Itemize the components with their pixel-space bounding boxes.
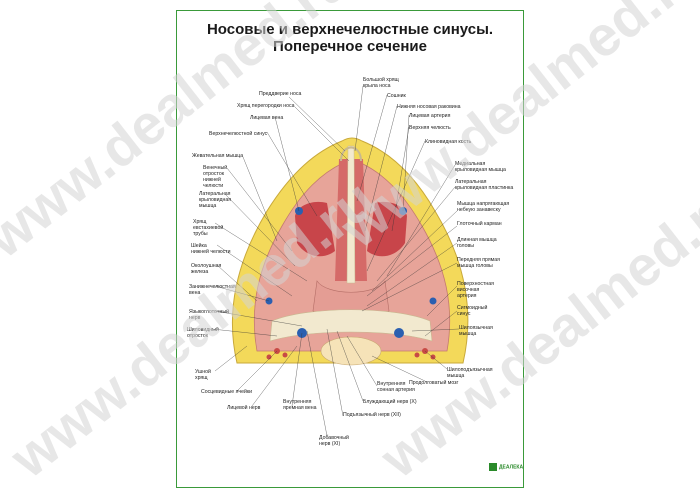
label-lat-pterygoid-2: крыловидная <box>199 197 231 203</box>
leader-lines <box>211 85 460 437</box>
label-stylohyoid-2: мышца <box>447 373 464 379</box>
label-med-pterygoid-1: Медиальная <box>455 161 485 167</box>
title-line-1: Носовые и верхнечелюстные синусы. <box>206 21 494 38</box>
label-parotid-1: Околоушная <box>191 263 222 269</box>
label-hypoglossal: Подъязычный нерв (XII) <box>343 411 401 418</box>
label-masseter: Жевательная мышца <box>192 153 243 159</box>
label-styloglossus-2: мышца <box>459 331 476 337</box>
label-rectus-capitis-2: мышца головы <box>457 263 493 269</box>
label-longus-capitis-2: головы <box>457 243 474 249</box>
label-eustachian-1: Хрящ <box>193 219 207 225</box>
label-internal-carotid-2: сонная артерия <box>377 387 415 393</box>
label-styloid-2: отросток <box>187 333 209 339</box>
left-maxillary-sinus <box>295 201 335 257</box>
nasal-septum <box>346 145 356 284</box>
label-lat-pterygoid-3: мышца <box>199 203 216 209</box>
label-facial-artery: Лицевая артерия <box>409 113 451 119</box>
label-jugular-1: Внутренняя <box>283 399 312 405</box>
label-nasal-vestibule: Преддверие носа <box>259 91 301 97</box>
label-facial-nerve: Лицевой нерв <box>227 404 261 411</box>
label-temporal-artery-2: височная <box>457 287 480 293</box>
label-ear-cartilage-2: хрящ <box>195 375 208 381</box>
label-mandible-neck-2: нижней челюсти <box>191 248 231 255</box>
label-accessory-2: нерв (XI) <box>319 441 340 447</box>
label-coronoid-4: челюсти <box>203 183 223 189</box>
label-temporal-artery-3: артерия <box>457 293 477 299</box>
label-lat-pterygoid-1: Латеральная <box>199 191 231 197</box>
poster: Носовые и верхнечелюстные синусы. Попере… <box>176 10 524 488</box>
right-labels: Большой хрящ крыла носа Сошник Нижняя но… <box>363 76 513 386</box>
label-retromandibular-2: вена <box>189 290 200 296</box>
label-inferior-concha: Нижняя носовая раковина <box>397 104 461 110</box>
label-med-pterygoid-2: крыловидная мышца <box>455 167 506 173</box>
label-eustachian-2: евстахиевой <box>193 224 223 231</box>
label-septal-cartilage: Хрящ перегородки носа <box>237 103 295 109</box>
title-line-2: Поперечное сечение <box>273 38 427 55</box>
label-vagus: Блуждающий нерв (X) <box>363 398 417 405</box>
label-maxilla: Верхняя челюсть <box>409 125 451 131</box>
label-maxillary-sinus: Верхнечелюстной синус <box>209 130 268 137</box>
nose-tip <box>340 146 362 162</box>
label-accessory-1: Добавочный <box>319 434 349 441</box>
publisher-logo: ДЕАЛЕКА <box>489 463 523 471</box>
poster-title: Носовые и верхнечелюстные синусы. Попере… <box>177 21 523 55</box>
watermark-2: www.dealmed.ru <box>328 0 700 260</box>
label-coronoid-3: нижней <box>203 176 221 183</box>
label-longus-capitis-1: Длинная мышца <box>457 237 497 243</box>
label-ear-cartilage-1: Ушной <box>195 368 211 375</box>
label-eustachian-3: трубы <box>193 231 208 237</box>
label-coronoid-2: отросток <box>203 171 225 177</box>
logo-text: ДЕАЛЕКА <box>499 464 524 471</box>
label-rectus-capitis-1: Передняя прямая <box>457 257 500 263</box>
label-lat-plate-1: Латеральная <box>455 179 487 185</box>
label-facial-vein: Лицевая вена <box>250 115 283 121</box>
label-alar-cartilage-2: крыла носа <box>363 83 391 89</box>
label-retromandibular-1: Занижнечелюстная <box>189 284 236 290</box>
label-mastoid: Сосцевидные ячейки <box>201 388 252 395</box>
label-pharyngeal-recess: Глоточный карман <box>457 220 502 227</box>
medulla <box>320 336 382 366</box>
label-stylohyoid-1: Шилоподъязычная <box>447 367 493 373</box>
label-tensor-veli-1: Мышца напрягающая <box>457 201 509 207</box>
anatomy-illustration: Преддверие носа Хрящ перегородки носа Ли… <box>187 76 513 447</box>
label-vomer: Сошник <box>387 93 407 99</box>
label-jugular-2: яремная вена <box>283 405 317 411</box>
label-styloid-1: Шиловидный <box>187 326 219 333</box>
label-glossopharyngeal-2: нерв <box>189 315 201 321</box>
label-temporal-artery-1: Поверхностная <box>457 281 494 287</box>
label-coronoid-1: Венечный <box>203 164 227 171</box>
label-parotid-2: железа <box>191 269 208 275</box>
label-tensor-veli-2: небную занавеску <box>457 207 501 213</box>
label-styloglossus-1: Шилоязычная <box>459 325 493 331</box>
label-sigmoid-sinus-2: синус <box>457 311 471 317</box>
logo-mark-icon <box>489 463 497 471</box>
bottom-labels: Внутренняя сонная артерия Блуждающий нер… <box>283 381 417 447</box>
left-labels: Преддверие носа Хрящ перегородки носа Ли… <box>187 91 301 411</box>
label-alar-cartilage-1: Большой хрящ <box>363 76 400 83</box>
label-mandible-neck-1: Шейка <box>191 242 207 249</box>
label-sigmoid-sinus-1: Сигмоидный <box>457 304 488 311</box>
right-maxillary-sinus <box>367 201 407 257</box>
label-medulla: Продолговатый мозг <box>409 379 459 386</box>
label-glossopharyngeal-1: Языкоглоточный <box>189 308 229 315</box>
label-lat-plate-2: крыловидная пластинка <box>455 185 513 191</box>
label-sphenoid: Клиновидная кость <box>425 139 472 145</box>
label-internal-carotid-1: Внутренняя <box>377 381 406 387</box>
